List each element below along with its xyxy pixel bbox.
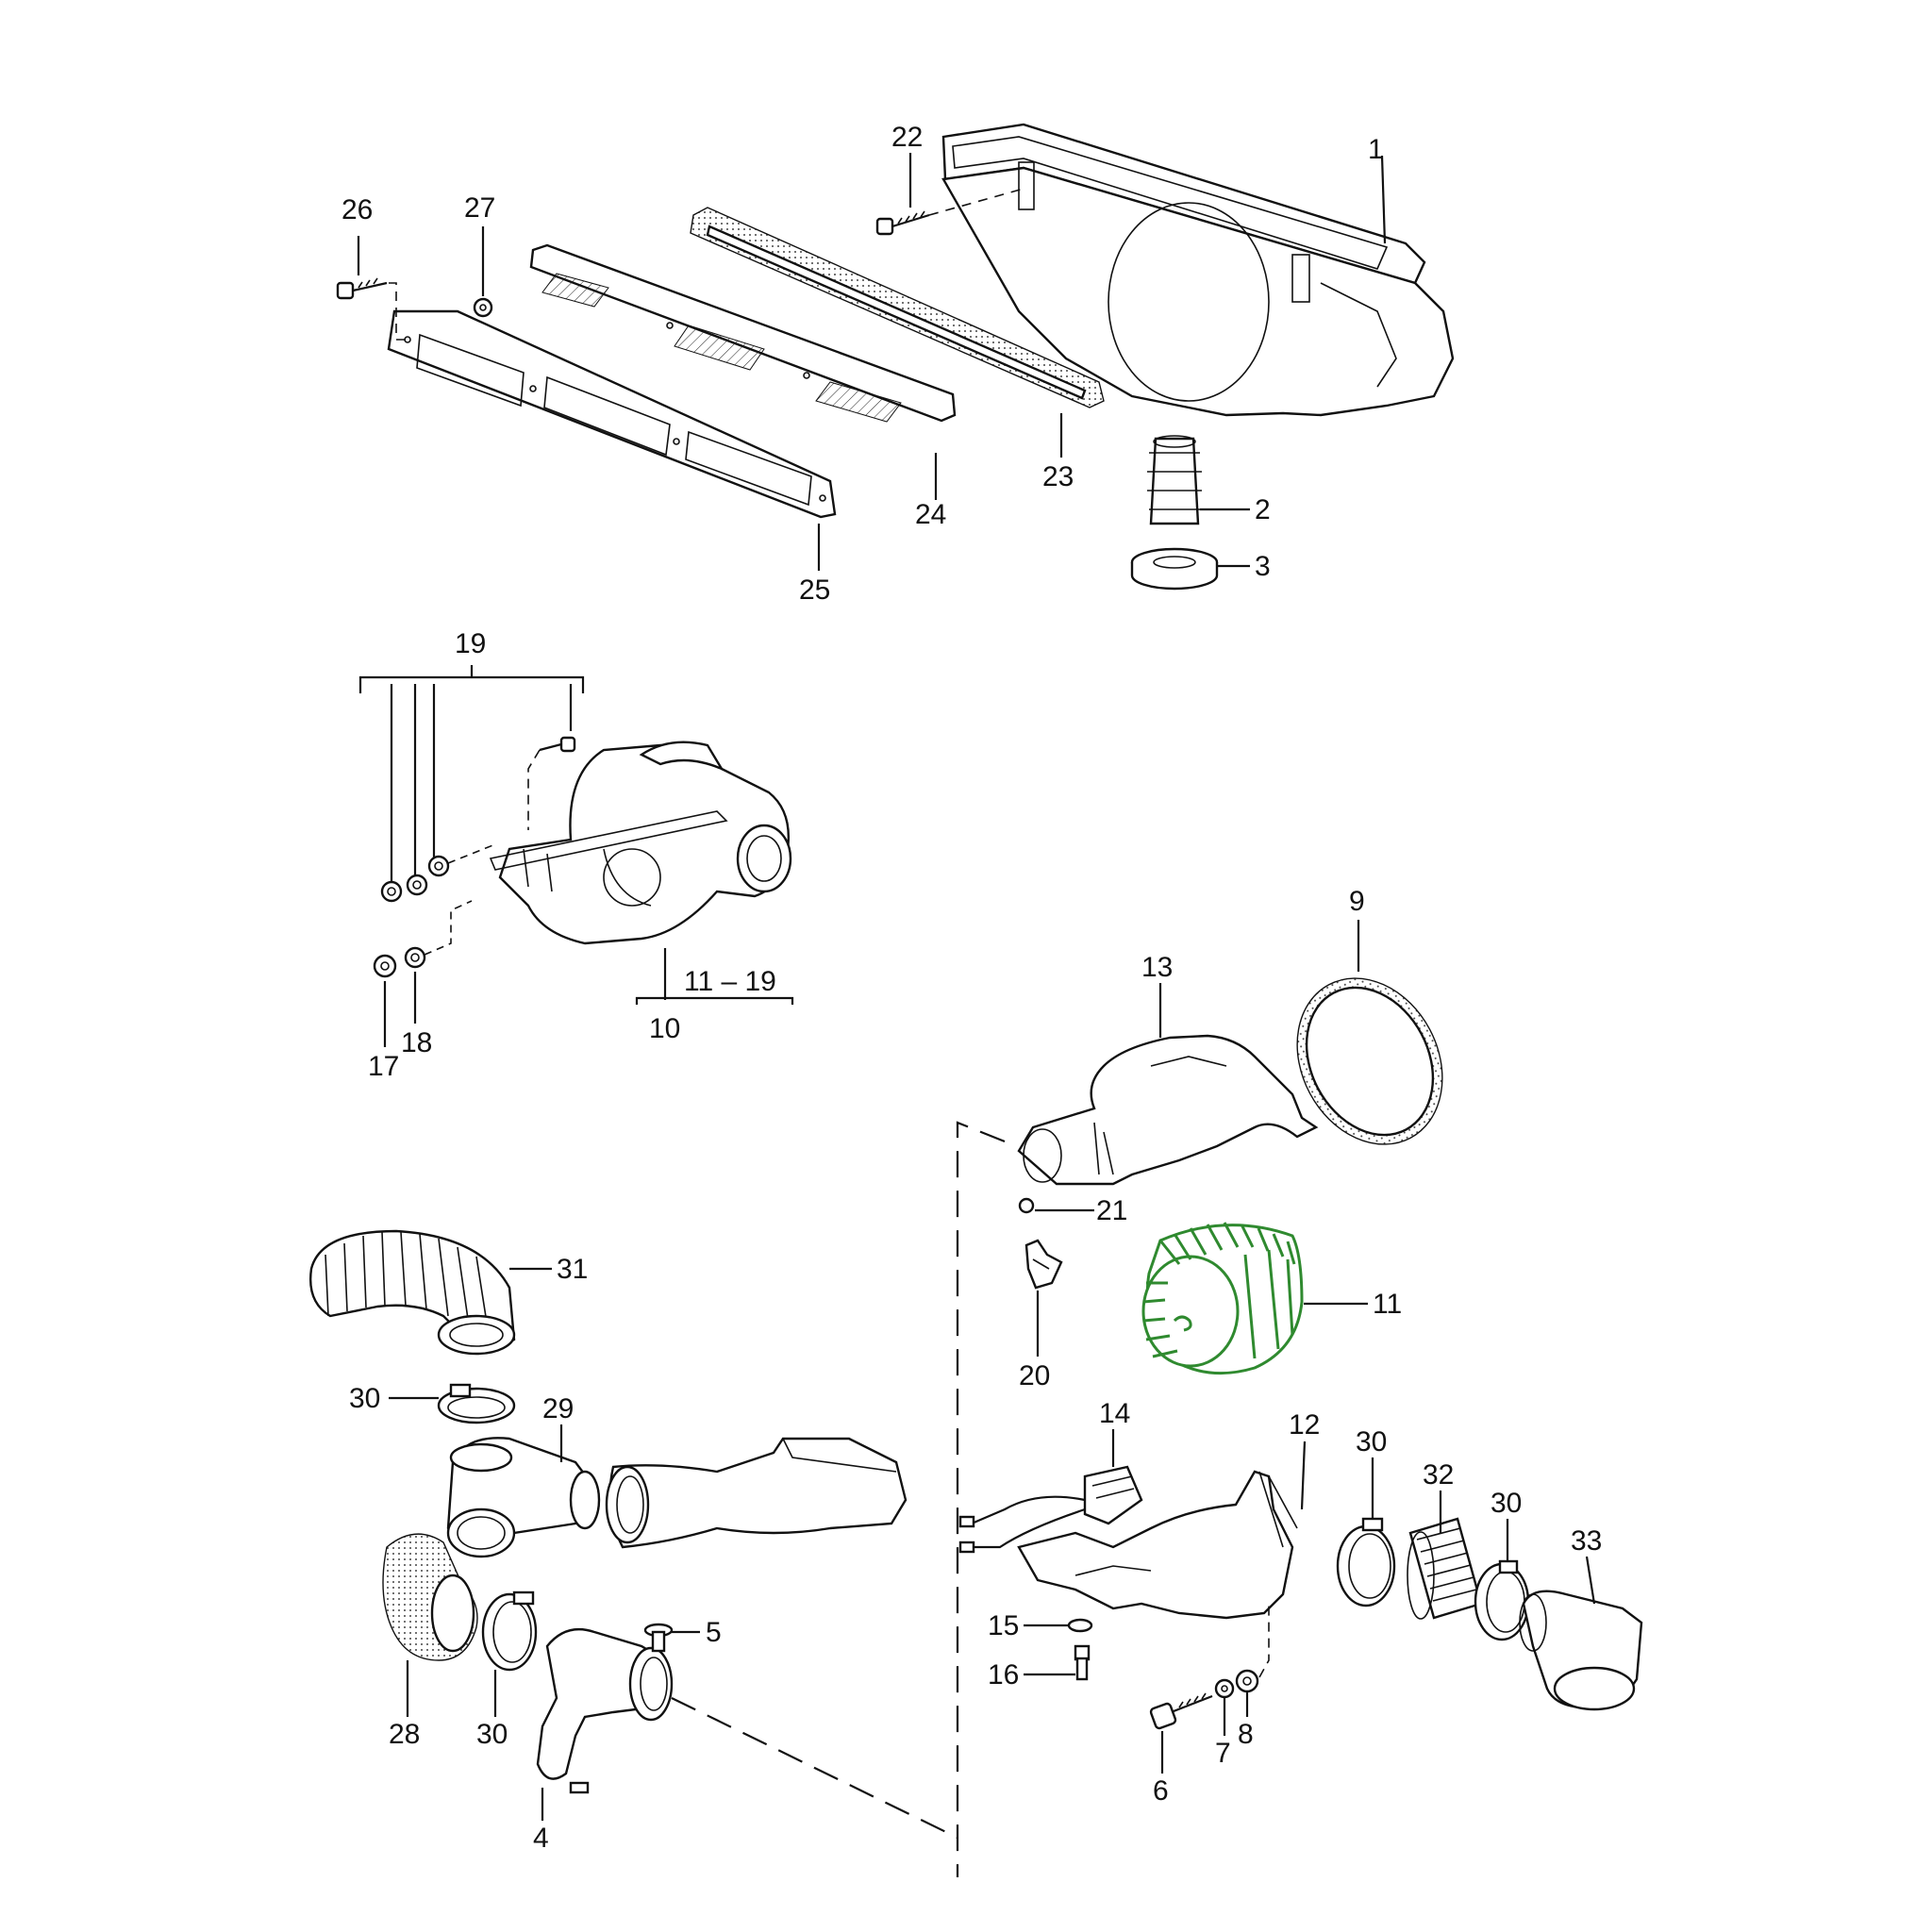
callout-6: 6 — [1153, 1775, 1169, 1807]
callout-30d: 30 — [1491, 1488, 1522, 1519]
callout-2: 2 — [1255, 494, 1271, 525]
callout-31: 31 — [557, 1254, 588, 1285]
callout-13: 13 — [1141, 952, 1173, 983]
leader-19-dashed2 — [447, 843, 496, 864]
part-24-screen — [529, 243, 957, 423]
callout-12: 12 — [1289, 1409, 1320, 1441]
part-duct — [605, 1437, 908, 1549]
part-2-bumper — [1147, 435, 1202, 525]
part-12-lower-housing — [1017, 1470, 1298, 1620]
part-5-clip — [643, 1623, 674, 1653]
part-31-flex-hose — [309, 1229, 516, 1356]
part-7-lock-washer — [1214, 1678, 1235, 1699]
leader-26-dashed — [389, 282, 408, 341]
part-23-foam-seal — [690, 207, 1105, 408]
callout-15: 15 — [988, 1610, 1019, 1641]
callout-30c: 30 — [1356, 1426, 1387, 1457]
callout-16: 16 — [988, 1659, 1019, 1690]
callout-11: 11 — [1373, 1289, 1402, 1320]
callout-22: 22 — [891, 122, 923, 153]
callout-30b: 30 — [476, 1719, 508, 1750]
callout-8: 8 — [1238, 1719, 1254, 1750]
part-11-fan-wheel — [1141, 1222, 1304, 1375]
part-30-clamp-left-b — [481, 1591, 538, 1672]
bracket-19 — [358, 675, 585, 693]
part-9-gasket-ring — [1296, 977, 1443, 1145]
callout-26: 26 — [341, 194, 373, 225]
part-14-connector — [958, 1465, 1143, 1554]
callout-25: 25 — [799, 575, 830, 606]
assembly-line-duct — [671, 1697, 958, 1839]
part-16-bolt — [1074, 1644, 1091, 1681]
callout-33: 33 — [1571, 1525, 1602, 1557]
part-27-washer — [473, 297, 493, 318]
part-8-washer — [1235, 1669, 1259, 1693]
part-30-clamp-left-a — [437, 1383, 516, 1424]
callout-32: 32 — [1423, 1459, 1454, 1491]
callout-17: 17 — [368, 1051, 399, 1082]
callout-21: 21 — [1096, 1195, 1127, 1226]
part-18-washer — [404, 946, 426, 969]
part-15-washer — [1067, 1618, 1093, 1633]
callout-18: 18 — [401, 1027, 432, 1058]
assembly-line-main — [956, 1121, 1006, 1877]
callout-27: 27 — [464, 192, 495, 224]
part-13-blower-cover — [1017, 1034, 1319, 1186]
part-28-boot — [382, 1533, 478, 1661]
part-19-washers — [380, 855, 450, 903]
bracket-11-19 — [635, 996, 794, 1005]
callout-19: 19 — [455, 628, 486, 659]
callout-9: 9 — [1349, 886, 1365, 917]
part-17-nut — [373, 954, 397, 978]
part-33-elbow — [1519, 1590, 1643, 1711]
callout-20: 20 — [1019, 1360, 1050, 1391]
leader-8-dashed — [1258, 1604, 1270, 1678]
callout-11-19: 11 – 19 — [684, 966, 776, 997]
callout-3: 3 — [1255, 551, 1271, 582]
callout-24: 24 — [915, 499, 946, 530]
leader-33 — [1585, 1556, 1596, 1605]
callout-10: 10 — [649, 1013, 680, 1044]
part-3-ring — [1130, 547, 1219, 591]
leader-17-dashed — [424, 900, 473, 956]
callout-30a: 30 — [349, 1383, 380, 1414]
part-6-bolt — [1149, 1692, 1213, 1730]
leader-19-dashed — [527, 749, 541, 830]
part-10-blower-assembly — [489, 741, 792, 945]
leader-12 — [1300, 1441, 1307, 1510]
part-22-screw — [875, 210, 930, 236]
callout-5: 5 — [706, 1617, 722, 1648]
part-26-screw — [336, 277, 388, 300]
callout-7: 7 — [1215, 1738, 1231, 1769]
callout-23: 23 — [1042, 461, 1074, 492]
part-21-clip — [1018, 1197, 1035, 1214]
part-30-clamp-right-b — [1474, 1559, 1530, 1641]
part-30-clamp-right-a — [1336, 1517, 1396, 1607]
callout-4: 4 — [533, 1823, 549, 1854]
part-4-elbow — [536, 1627, 674, 1794]
part-32-bellows — [1407, 1517, 1483, 1620]
part-1-housing — [941, 123, 1455, 417]
part-20-bracket — [1024, 1239, 1063, 1290]
callout-14: 14 — [1099, 1398, 1130, 1429]
callout-28: 28 — [389, 1719, 420, 1750]
leader-1 — [1380, 155, 1387, 244]
callout-29: 29 — [542, 1393, 574, 1424]
callout-1: 1 — [1368, 134, 1384, 165]
part-29-tee — [446, 1437, 601, 1558]
part-25-gasket — [387, 309, 837, 519]
part-19-screw — [539, 736, 576, 753]
